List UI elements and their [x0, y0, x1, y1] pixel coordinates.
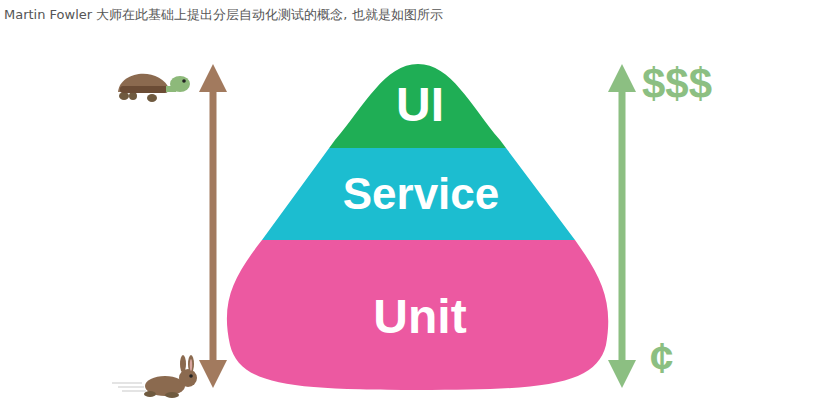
arrow-head [608, 64, 636, 92]
page-caption: Martin Fowler 大师在此基础上提出分层自动化测试的概念, 也就是如图… [4, 6, 443, 24]
cost-low-label: ¢ [650, 334, 673, 382]
turtle-icon [118, 74, 190, 102]
arrow-head [199, 360, 227, 388]
band-label: UI [396, 77, 444, 132]
band-label: Unit [373, 289, 466, 344]
speed-arrow [210, 84, 217, 372]
ui-band: UI [290, 60, 550, 148]
cost-high-label: $$$ [642, 60, 712, 108]
arrow-head [199, 64, 227, 92]
rabbit-icon [112, 355, 197, 398]
service-band: Service [236, 148, 606, 240]
unit-band: Unit [220, 240, 620, 392]
band-label: Service [343, 169, 500, 219]
arrow-head [608, 360, 636, 388]
cost-arrow [619, 84, 626, 370]
